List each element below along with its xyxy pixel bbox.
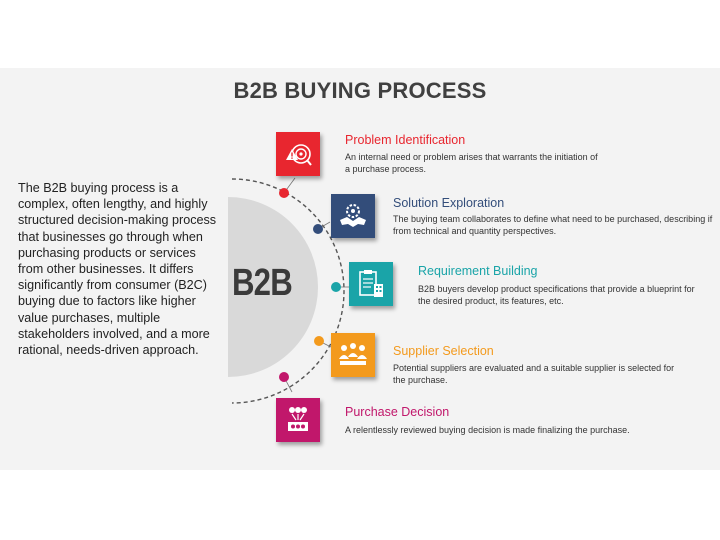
center-half-circle xyxy=(228,197,318,377)
step-1-description: An internal need or problem arises that … xyxy=(345,152,598,174)
clipboard-building-icon xyxy=(359,270,383,297)
target-alert-icon xyxy=(286,144,312,166)
step-1-icon-box xyxy=(276,132,320,176)
arc-dot-2 xyxy=(313,224,323,234)
arc-dot-5 xyxy=(279,372,289,382)
step-3-title: Requirement Building xyxy=(418,264,538,278)
page-title: B2B BUYING PROCESS xyxy=(233,78,487,103)
step-2-icon-box xyxy=(331,194,375,238)
people-selection-icon xyxy=(339,343,367,365)
arc-dot-1 xyxy=(279,188,289,198)
step-4-title: Supplier Selection xyxy=(393,344,494,358)
description-text: The B2B buying process is a complex, oft… xyxy=(18,181,217,358)
arc-dot-3 xyxy=(331,282,341,292)
step-5-description: A relentlessly reviewed buying decision … xyxy=(345,425,630,435)
step-3-icon-box xyxy=(349,262,393,306)
step-4-icon-box xyxy=(331,333,375,377)
arc-dot-4 xyxy=(314,336,324,346)
step-1-title: Problem Identification xyxy=(345,133,466,147)
step-3-description: B2B buyers develop product specification… xyxy=(418,284,695,306)
step-2-title: Solution Exploration xyxy=(393,196,505,210)
step-5-title: Purchase Decision xyxy=(345,405,450,419)
step-2-description: The buying team collaborates to define w… xyxy=(393,214,713,236)
handshake-gear-icon xyxy=(340,204,366,227)
step-4-description: Potential suppliers are evaluated and a … xyxy=(393,363,675,385)
group-decision-icon xyxy=(288,407,308,431)
b2b-center-label: B2B xyxy=(232,262,293,304)
step-5-icon-box xyxy=(276,398,320,442)
